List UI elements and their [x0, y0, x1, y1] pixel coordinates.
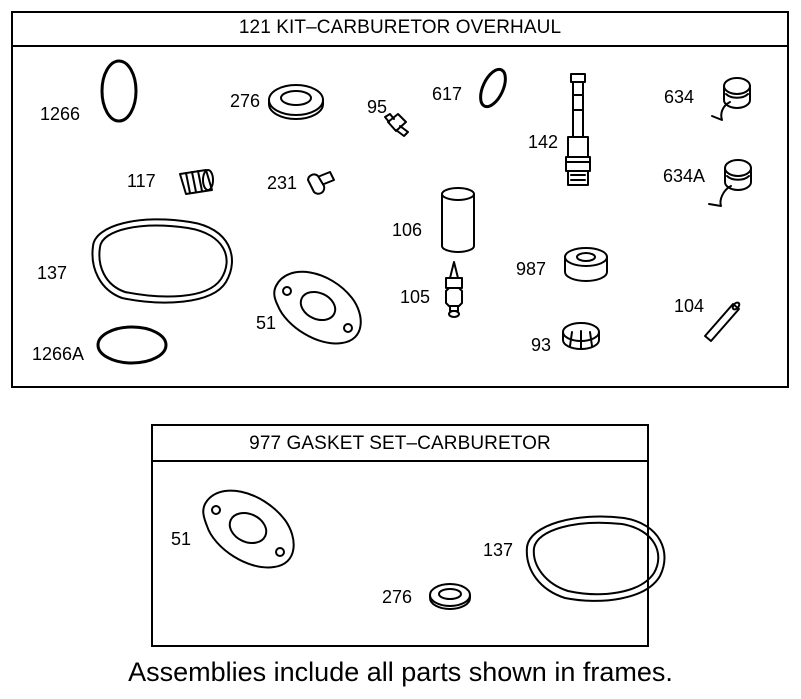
label-93: 93 — [531, 335, 552, 355]
part-106-float — [441, 187, 475, 253]
label-634: 634 — [664, 87, 695, 107]
part-276-washer — [268, 84, 324, 120]
part-987-washer — [564, 247, 608, 282]
label-106: 106 — [392, 220, 423, 240]
part-51-gasket — [273, 270, 362, 345]
footer-note: Assemblies include all parts shown in fr… — [128, 657, 673, 687]
gasket-set-title: 977 GASKET SET–CARBURETOR — [153, 426, 647, 462]
part-95-screw — [384, 113, 409, 137]
kit-title: 121 KIT–CARBURETOR OVERHAUL — [13, 13, 787, 47]
label-117: 117 — [127, 171, 156, 191]
part-137-ring-set — [525, 515, 666, 602]
part-1266-oring — [100, 59, 138, 123]
part-105-needle — [445, 261, 463, 318]
label-105: 105 — [400, 287, 431, 307]
label-987: 987 — [516, 259, 547, 279]
label-617: 617 — [432, 84, 463, 104]
part-137-ring — [91, 218, 233, 304]
part-104-pin — [704, 301, 741, 342]
label-95: 95 — [367, 97, 388, 117]
label-gasket-276: 276 — [382, 587, 413, 607]
label-634a: 634A — [663, 166, 706, 186]
part-93-seat — [562, 322, 600, 350]
part-634a-spring — [708, 159, 752, 207]
part-231-screw — [307, 171, 335, 195]
gasket-set-frame: 977 GASKET SET–CARBURETOR — [151, 424, 649, 647]
kit-frame: 121 KIT–CARBURETOR OVERHAUL — [11, 11, 789, 388]
part-51-gasket-set — [202, 489, 295, 569]
label-276: 276 — [230, 91, 261, 111]
label-51: 51 — [256, 313, 277, 333]
label-104: 104 — [674, 296, 705, 316]
part-142-shaft — [565, 73, 591, 186]
part-1266a-oring — [96, 325, 168, 365]
label-gasket-137: 137 — [483, 540, 514, 560]
label-1266: 1266 — [40, 104, 81, 124]
part-617-oring — [479, 67, 507, 109]
label-137: 137 — [37, 263, 68, 283]
label-142: 142 — [528, 132, 559, 152]
label-1266a: 1266A — [32, 344, 85, 364]
part-276-washer-set — [429, 583, 471, 610]
label-gasket-51: 51 — [171, 529, 192, 549]
part-117-coil — [179, 169, 214, 195]
label-231: 231 — [267, 173, 298, 193]
part-634-spring — [711, 77, 751, 121]
